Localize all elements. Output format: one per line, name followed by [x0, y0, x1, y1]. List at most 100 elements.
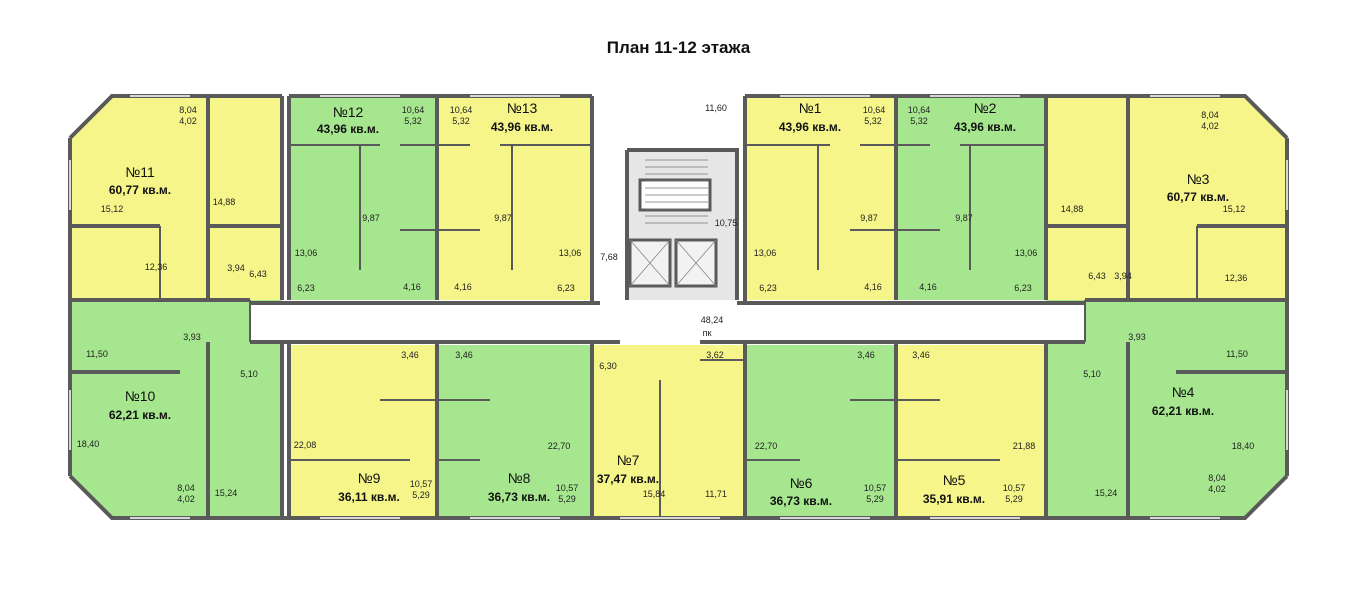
- room-area: 15,12: [1223, 204, 1246, 214]
- plan-title: План 11-12 этажа: [606, 38, 751, 57]
- room-area: 3,46: [455, 350, 473, 360]
- room-area: 6,23: [297, 283, 315, 293]
- room-area: 3,93: [1128, 332, 1146, 342]
- room-area: 3,94: [1114, 271, 1132, 281]
- room-area: 4,16: [864, 282, 882, 292]
- room-area: 6,43: [1088, 271, 1106, 281]
- room-area: 11,71: [705, 489, 727, 499]
- room-area: 10,57: [1003, 483, 1026, 493]
- room-area: 22,70: [755, 441, 778, 451]
- room-area: 5,29: [1005, 494, 1023, 504]
- room-area: 13,06: [754, 248, 777, 258]
- apartment-area-label: 43,96 кв.м.: [491, 120, 553, 134]
- room-area: 15,24: [215, 488, 238, 498]
- apartment-area: [437, 345, 592, 518]
- room-area: 13,06: [1015, 248, 1038, 258]
- apartment-area: [1046, 300, 1287, 518]
- room-area: 6,30: [599, 361, 617, 371]
- room-area: 8,04: [177, 483, 195, 493]
- room-area: 3,46: [857, 350, 875, 360]
- apartment-area-label: 36,73 кв.м.: [770, 494, 832, 508]
- room-area: 8,04: [179, 105, 197, 115]
- room-area: 10,64: [863, 105, 886, 115]
- apartment-area-label: 37,47 кв.м.: [597, 472, 659, 486]
- room-area: 5,32: [404, 116, 422, 126]
- room-area: 9,87: [860, 213, 878, 223]
- room-area: 5,29: [866, 494, 884, 504]
- apartment-area-label: 36,73 кв.м.: [488, 490, 550, 504]
- apartment-area-label: 60,77 кв.м.: [109, 183, 171, 197]
- wall: [627, 148, 739, 300]
- apartment-number: №4: [1172, 384, 1195, 400]
- room-area: 4,16: [403, 282, 421, 292]
- room-area: 6,23: [1014, 283, 1032, 293]
- apartment-number: №8: [508, 470, 531, 486]
- room-area: 21,88: [1013, 441, 1036, 451]
- room-area: 14,88: [213, 197, 236, 207]
- room-area: 3,46: [401, 350, 419, 360]
- room-area: 5,29: [558, 494, 576, 504]
- room-area: 6,23: [557, 283, 575, 293]
- apartment-area-label: 43,96 кв.м.: [779, 120, 841, 134]
- apartment-number: №6: [790, 475, 813, 491]
- corridor: [250, 303, 1085, 342]
- room-area: 15,24: [1095, 488, 1118, 498]
- room-area: 4,02: [179, 116, 197, 126]
- apartment-number: №9: [358, 470, 381, 486]
- room-area: 11,50: [86, 349, 108, 359]
- room-area: 48,24: [701, 315, 724, 325]
- room-area: 11,60: [705, 103, 727, 113]
- room-area: 8,04: [1208, 473, 1226, 483]
- apartment-number: №13: [507, 100, 538, 116]
- wall: [1046, 94, 1289, 140]
- apartment-area: [437, 96, 592, 300]
- wall: [68, 94, 282, 140]
- room-area: 10,57: [410, 479, 433, 489]
- room-area: 9,87: [955, 213, 973, 223]
- apartment-number: №2: [974, 100, 997, 116]
- room-area: 10,57: [864, 483, 887, 493]
- apartment-area: [745, 96, 896, 300]
- apartment-number: №5: [943, 472, 966, 488]
- room-area: 5,10: [1083, 369, 1101, 379]
- room-area: 18,40: [1232, 441, 1255, 451]
- apartment-area: [1046, 96, 1287, 300]
- room-area: 22,70: [548, 441, 571, 451]
- apartment-area-label: 43,96 кв.м.: [954, 120, 1016, 134]
- room-area: 3,93: [183, 332, 201, 342]
- room-area: 5,32: [910, 116, 928, 126]
- room-area: 7,68: [600, 252, 618, 262]
- apartment-area-label: 36,11 кв.м.: [338, 490, 400, 504]
- room-area: 15,84: [643, 489, 666, 499]
- room-area: 12,36: [145, 262, 168, 272]
- room-area: 10,75: [715, 218, 738, 228]
- apartment-area-label: 43,96 кв.м.: [317, 122, 379, 136]
- room-area: 18,40: [77, 439, 100, 449]
- room-area: 9,87: [494, 213, 512, 223]
- room-area: 10,64: [450, 105, 473, 115]
- room-area: 4,02: [177, 494, 195, 504]
- apartment-area: [592, 345, 745, 518]
- apartment-number: №12: [333, 104, 364, 120]
- room-area: 4,02: [1201, 121, 1219, 131]
- apartment-area-label: 62,21 кв.м.: [1152, 404, 1214, 418]
- room-area: 6,43: [249, 269, 267, 279]
- apartment-area: [896, 345, 1046, 518]
- room-area: 4,02: [1208, 484, 1226, 494]
- room-area: 5,32: [452, 116, 470, 126]
- room-area: 5,32: [864, 116, 882, 126]
- room-area: 4,16: [919, 282, 937, 292]
- room-area: 10,64: [402, 105, 425, 115]
- room-area: 14,88: [1061, 204, 1084, 214]
- room-area: 15,12: [101, 204, 124, 214]
- apartment-area: [70, 300, 282, 518]
- apartment-area: [745, 345, 896, 518]
- room-area: 5,29: [412, 490, 430, 500]
- room-area: 5,10: [240, 369, 258, 379]
- apartment-area-label: 35,91 кв.м.: [923, 492, 985, 506]
- room-area: 9,87: [362, 213, 380, 223]
- elevator-cross: [675, 239, 717, 287]
- room-area: 6,23: [759, 283, 777, 293]
- room-area: 3,94: [227, 263, 245, 273]
- apartment-area: [289, 96, 437, 300]
